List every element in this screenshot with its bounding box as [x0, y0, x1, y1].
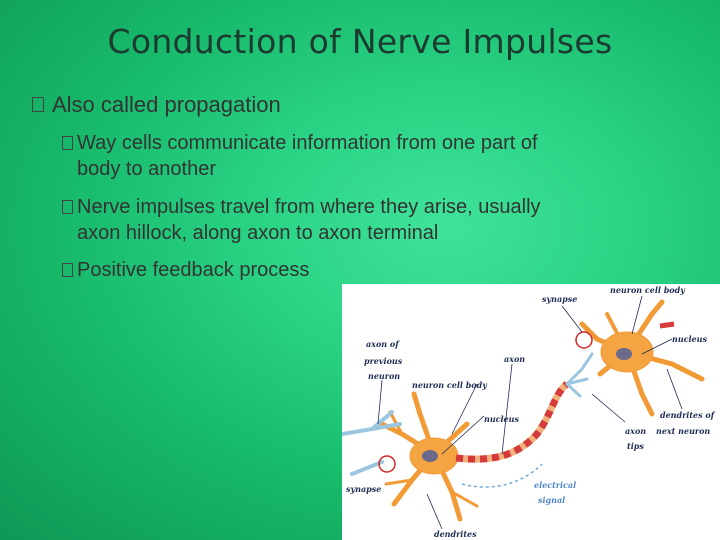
sub-bullet-2-line2: axon hillock, along axon to axon termina…: [77, 222, 439, 244]
label-dendrites-next-2: next neuron: [656, 426, 710, 436]
label-pointer-lines: [377, 295, 683, 530]
electrical-signal-arrow: [461, 463, 543, 488]
myelin-sheath-icon: [455, 381, 570, 463]
label-electrical-2: signal: [538, 495, 565, 505]
label-electrical-1: electrical: [534, 480, 576, 490]
label-axon: axon: [504, 354, 525, 364]
synapse-bottom-marker: [378, 455, 396, 473]
sub-bullet-1-line1: Way cells communicate information from o…: [77, 132, 538, 154]
sub-bullet-box-icon: [62, 200, 73, 214]
bullet-box-icon: [32, 97, 44, 112]
left-nucleus-icon: [422, 450, 438, 462]
label-axon-prev-2: previous: [364, 356, 403, 366]
right-nucleus-icon: [616, 348, 632, 360]
label-nucleus-right: nucleus: [672, 334, 707, 344]
synapse-top-marker: [575, 331, 593, 349]
axon-tips-icon: [565, 352, 594, 398]
bullet-main-text: Also called propagation: [52, 92, 281, 117]
right-axon-stub-icon: [659, 321, 675, 329]
sub-bullet-3-line1: Positive feedback process: [77, 259, 310, 281]
label-axon-prev-1: axon of: [366, 339, 400, 349]
label-nucleus-mid: nucleus: [484, 414, 519, 424]
label-synapse-bottom: synapse: [346, 484, 381, 494]
sub-bullet-1-line2: body to another: [77, 158, 216, 180]
label-axon-tips-2: tips: [627, 441, 644, 451]
right-neuron-cell-icon: [579, 299, 705, 417]
neuron-diagram-svg: synapse neuron cell body axon of previou…: [342, 285, 716, 539]
label-dendrites: dendrites: [434, 529, 477, 539]
label-dendrites-next-1: dendrites of: [660, 410, 716, 420]
sub-bullet-2-line1: Nerve impulses travel from where they ar…: [77, 196, 541, 218]
label-axon-tips-1: axon: [625, 426, 646, 436]
sub-bullet-1: Way cells communicate information from o…: [62, 130, 662, 182]
neuron-diagram: synapse neuron cell body axon of previou…: [342, 284, 720, 540]
label-neuron-cell-body-mid: neuron cell body: [412, 380, 488, 390]
sub-bullet-box-icon: [62, 263, 73, 277]
sub-bullet-box-icon: [62, 136, 73, 150]
sub-bullet-3: Positive feedback process: [62, 257, 662, 283]
sub-bullet-2: Nerve impulses travel from where they ar…: [62, 194, 662, 246]
bullet-list: Also called propagation Way cells commun…: [32, 92, 662, 283]
slide-title: Conduction of Nerve Impulses: [107, 22, 613, 61]
label-synapse-top: synapse: [542, 294, 577, 304]
previous-axon-icon: [342, 410, 402, 476]
label-axon-prev-3: neuron: [368, 371, 400, 381]
label-neuron-cell-body-top: neuron cell body: [610, 285, 686, 295]
